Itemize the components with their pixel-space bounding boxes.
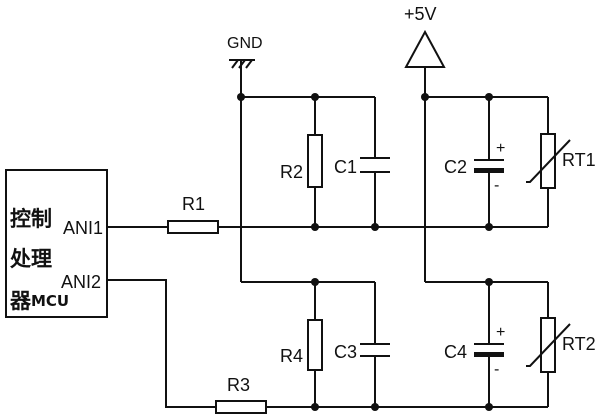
capacitor-c4: + - C4 [444,324,505,378]
resistor-r1: R1 [167,194,219,234]
pin-ani2-label: ANI2 [61,272,101,292]
c4-plus: + [496,324,505,341]
r4-label: R4 [280,346,303,366]
r3-label: R3 [227,375,250,395]
capacitor-c3: C3 [334,342,390,362]
resistor-r3: R3 [215,375,267,414]
gnd-label: GND [227,35,263,52]
thermistor-rt1: RT1 [526,133,596,189]
mcu-label-line2: 处理 [9,247,52,271]
pin-ani1-label: ANI1 [63,218,103,238]
thermistor-rt2: RT2 [526,317,596,373]
c3-label: C3 [334,342,357,362]
resistor-r2: R2 [280,134,323,188]
c2-label: C2 [444,157,467,177]
c2-plus: + [496,140,505,157]
capacitor-c1: C1 [334,157,390,177]
c1-label: C1 [334,157,357,177]
vcc-label: +5V [404,4,437,24]
rt2-label: RT2 [562,334,596,354]
rt1-label: RT1 [562,150,596,170]
r1-label: R1 [182,194,205,214]
vcc-symbol: +5V [404,4,446,68]
ground-symbol: GND [227,35,263,69]
r2-label: R2 [280,162,303,182]
mcu-block: 控制 处理 器 MCU ANI1 ANI2 [5,169,108,318]
c4-label: C4 [444,342,467,362]
c4-minus: - [494,361,499,378]
resistor-r4: R4 [280,319,323,371]
c2-minus: - [494,177,499,194]
junction-dots [237,93,493,411]
capacitor-c2: + - C2 [444,140,505,194]
mcu-label-line3: 器 [9,289,32,313]
mcu-label-suffix: MCU [31,292,69,310]
mcu-label-line1: 控制 [10,207,52,231]
